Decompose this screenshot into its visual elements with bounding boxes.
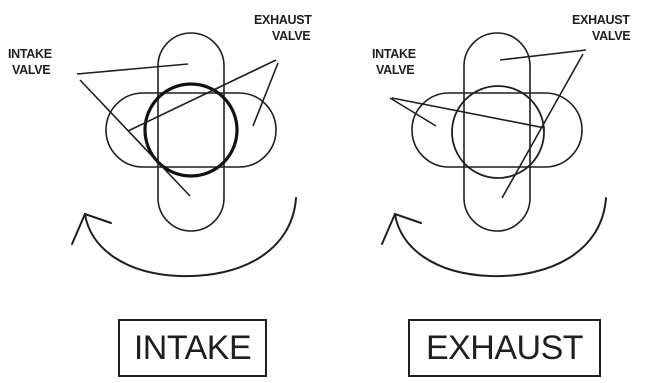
exhaust-valve-callout: EXHAUST VALVE — [572, 13, 633, 43]
intake-valve-leader-1 — [389, 97, 437, 127]
intake-stroke-panel: INTAKE VALVE EXHAUST VALVE — [8, 13, 315, 278]
exhaust-vertical-cam-lobe — [463, 32, 531, 232]
intake-valve-leader-2 — [391, 97, 546, 129]
intake-valve-callout-line-1: INTAKE — [8, 47, 52, 61]
intake-valve-callout-line-1: INTAKE — [372, 47, 416, 61]
intake-valve-callout-line-2: VALVE — [376, 63, 414, 77]
exhaust-valve-callout: EXHAUST VALVE — [254, 13, 315, 43]
exhaust-valve-callout-line-2: VALVE — [272, 29, 310, 43]
intake-valve-callout-line-2: VALVE — [12, 63, 50, 77]
intake-horizontal-cam-lobe — [105, 92, 277, 168]
exhaust-horizontal-cam-lobe — [411, 92, 583, 168]
intake-vertical-cam-lobe — [157, 32, 225, 232]
exhaust-valve-head — [451, 85, 545, 179]
exhaust-rotation-arrow — [394, 197, 607, 278]
exhaust-stroke-label: EXHAUST — [408, 319, 601, 377]
exhaust-rotation-arrowhead — [381, 212, 422, 245]
exhaust-stroke-panel: INTAKE VALVE EXHAUST VALVE — [372, 13, 633, 278]
exhaust-valve-leader-1 — [499, 49, 587, 61]
intake-valve-leader-1 — [76, 63, 189, 75]
exhaust-valve-leader-2 — [501, 53, 584, 199]
intake-valve-callout: INTAKE VALVE — [372, 47, 419, 77]
intake-valve-leader-2 — [79, 79, 191, 197]
intake-rotation-arrowhead — [71, 212, 112, 245]
intake-valve-head — [143, 82, 239, 178]
exhaust-valve-callout-line-1: EXHAUST — [254, 13, 312, 27]
exhaust-valve-leader-1 — [127, 59, 277, 132]
exhaust-valve-callout-line-2: VALVE — [592, 29, 630, 43]
intake-valve-callout: INTAKE VALVE — [8, 47, 55, 77]
intake-stroke-label: INTAKE — [118, 319, 267, 377]
intake-rotation-arrow — [84, 197, 297, 278]
exhaust-valve-leader-2 — [252, 62, 279, 127]
exhaust-valve-callout-line-1: EXHAUST — [572, 13, 630, 27]
